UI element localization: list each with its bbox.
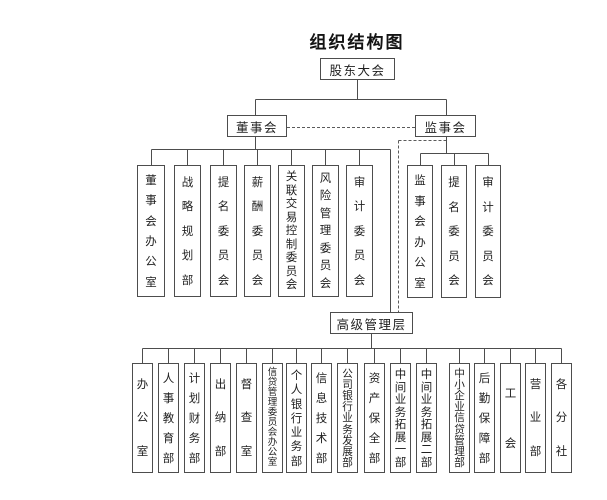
department-box: 后 勤 保 障 部 <box>474 363 495 473</box>
department-label: 信 贷 管 理 委 员 会 办 公 室 <box>267 367 278 468</box>
solid-connectors <box>142 80 562 363</box>
dashed-connectors <box>287 127 446 312</box>
department-box: 公 司 银 行 业 务 发 展 部 <box>337 363 358 473</box>
supervisory-committee-box: 监 事 会 办 公 室 <box>407 165 433 298</box>
department-label: 中 小 企 业 信 贷 管 理 部 <box>454 367 465 469</box>
page-title: 组织结构图 <box>309 33 405 53</box>
department-label: 人 事 教 育 部 <box>162 371 175 465</box>
department-box: 信 贷 管 理 委 员 会 办 公 室 <box>262 363 283 473</box>
department-box: 计 划 财 务 部 <box>184 363 205 473</box>
department-box: 工 会 <box>500 363 521 473</box>
department-label: 信 息 技 术 部 <box>315 371 328 465</box>
node-supervisory-label: 监事会 <box>424 119 467 135</box>
department-label: 计 划 财 务 部 <box>188 371 201 465</box>
node-management-label: 高级管理层 <box>336 316 407 332</box>
board-committee-box: 薪 酬 委 员 会 <box>244 165 271 297</box>
department-label: 工 会 <box>504 386 517 450</box>
supervisory-committee-label: 审 计 委 员 会 <box>482 175 494 288</box>
department-box: 人 事 教 育 部 <box>158 363 179 473</box>
supervisory-committee-box: 审 计 委 员 会 <box>475 165 501 298</box>
board-committee-box: 审 计 委 员 会 <box>346 165 373 297</box>
department-box: 资 产 保 全 部 <box>364 363 385 473</box>
department-box: 督 查 室 <box>236 363 257 473</box>
board-committee-label: 薪 酬 委 员 会 <box>251 174 264 287</box>
department-label: 个 人 银 行 业 务 部 <box>290 368 303 468</box>
board-committee-box: 关 联 交 易 控 制 委 员 会 <box>278 165 305 297</box>
board-committee-box: 战 略 规 划 部 <box>174 165 201 297</box>
board-committee-label: 风 险 管 理 委 员 会 <box>319 171 332 290</box>
department-label: 后 勤 保 障 部 <box>478 371 491 465</box>
board-committee-label: 董 事 会 办 公 室 <box>145 173 157 289</box>
department-box: 营 业 部 <box>525 363 546 473</box>
department-label: 公 司 银 行 业 务 发 展 部 <box>342 367 353 469</box>
board-committee-label: 战 略 规 划 部 <box>181 174 194 287</box>
department-label: 办 公 室 <box>136 377 149 458</box>
node-shareholders: 股东大会 <box>320 58 395 80</box>
board-committee-box: 提 名 委 员 会 <box>210 165 237 297</box>
department-box: 中 小 企 业 信 贷 管 理 部 <box>449 363 470 473</box>
department-label: 督 查 室 <box>240 377 253 458</box>
department-label: 各 分 社 <box>555 377 568 458</box>
department-box: 出 纳 部 <box>210 363 231 473</box>
department-box: 中 间 业 务 拓 展 二 部 <box>416 363 437 473</box>
node-management: 高级管理层 <box>330 312 413 334</box>
department-label: 中 间 业 务 拓 展 一 部 <box>394 367 407 469</box>
board-committee-box: 风 险 管 理 委 员 会 <box>312 165 339 297</box>
department-box: 中 间 业 务 拓 展 一 部 <box>390 363 411 473</box>
node-board: 董事会 <box>227 115 287 137</box>
department-label: 资 产 保 全 部 <box>368 371 381 465</box>
department-box: 信 息 技 术 部 <box>311 363 332 473</box>
department-box: 各 分 社 <box>551 363 572 473</box>
department-label: 营 业 部 <box>529 377 542 458</box>
supervisory-committee-label: 提 名 委 员 会 <box>448 175 460 288</box>
board-committee-label: 提 名 委 员 会 <box>217 174 230 287</box>
department-label: 出 纳 部 <box>214 377 227 458</box>
supervisory-committee-label: 监 事 会 办 公 室 <box>414 173 426 290</box>
board-committee-label: 关 联 交 易 控 制 委 员 会 <box>285 168 298 292</box>
department-label: 中 间 业 务 拓 展 二 部 <box>420 367 433 469</box>
department-box: 办 公 室 <box>132 363 153 473</box>
node-board-label: 董事会 <box>235 119 278 135</box>
board-committee-box: 董 事 会 办 公 室 <box>137 165 165 297</box>
node-shareholders-label: 股东大会 <box>329 62 386 78</box>
board-committee-label: 审 计 委 员 会 <box>353 174 366 287</box>
department-box: 个 人 银 行 业 务 部 <box>286 363 307 473</box>
supervisory-committee-box: 提 名 委 员 会 <box>441 165 467 298</box>
node-supervisory: 监事会 <box>415 115 476 137</box>
